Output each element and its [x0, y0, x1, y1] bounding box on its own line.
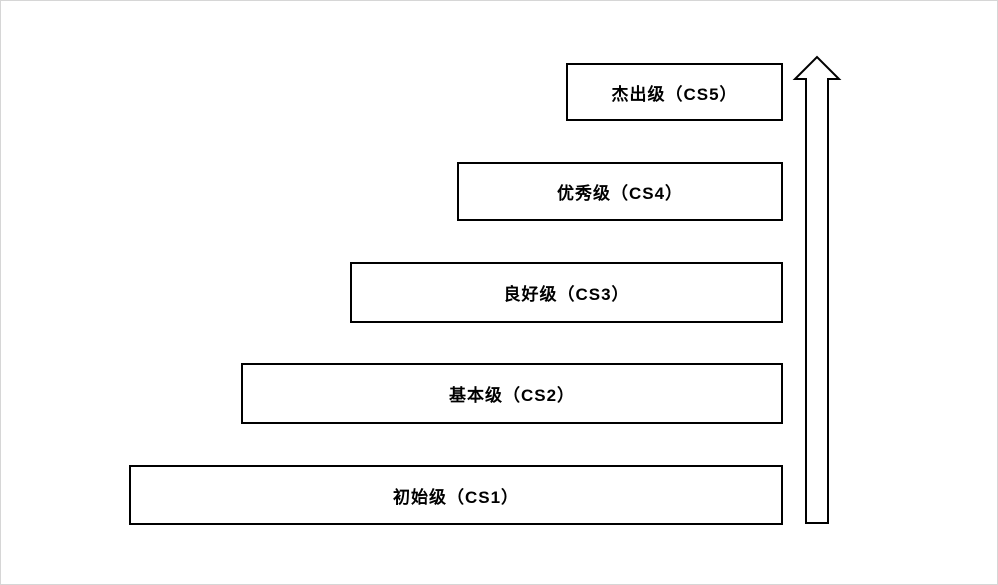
- level-label-cs5: 杰出级（CS5）: [611, 84, 738, 104]
- level-box-cs4: 优秀级（CS4）: [457, 162, 783, 221]
- level-label-cs2: 基本级（CS2）: [448, 386, 576, 405]
- level-box-cs1: 初始级（CS1）: [129, 465, 783, 525]
- level-label-cs1: 初始级（CS1）: [392, 487, 520, 507]
- up-arrow-icon: [792, 55, 842, 524]
- level-box-cs2: 基本级（CS2）: [241, 363, 783, 424]
- level-label-cs4: 优秀级（CS4）: [556, 184, 684, 203]
- level-box-cs3: 良好级（CS3）: [350, 262, 783, 323]
- level-box-cs5: 杰出级（CS5）: [566, 63, 783, 121]
- level-label-cs3: 良好级（CS3）: [503, 285, 630, 304]
